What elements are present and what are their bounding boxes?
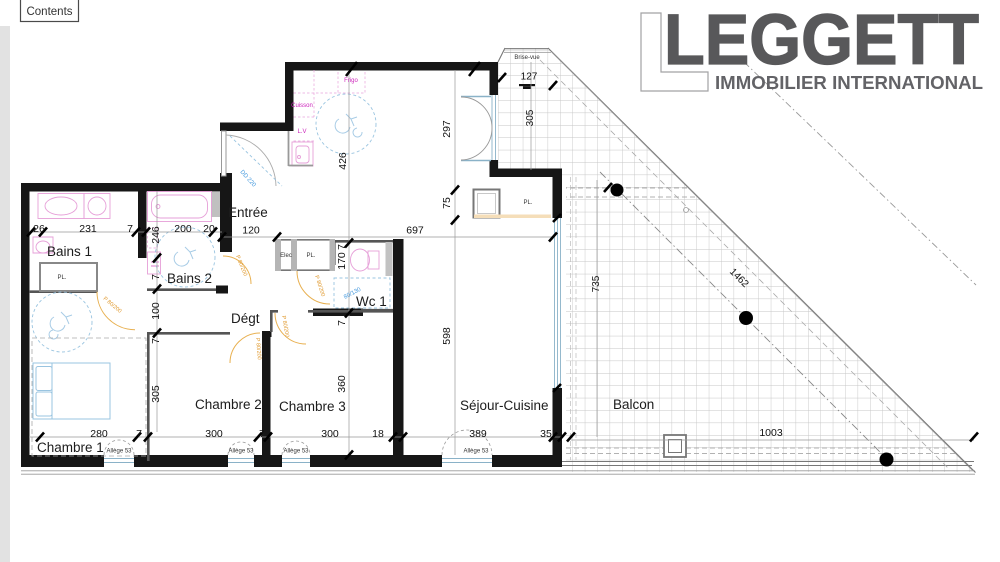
svg-text:7: 7 — [336, 320, 348, 326]
svg-text:120: 120 — [242, 225, 260, 237]
svg-text:697: 697 — [406, 225, 424, 237]
svg-text:127: 127 — [521, 72, 538, 83]
svg-text:Allège 53: Allège 53 — [106, 449, 132, 455]
svg-text:231: 231 — [79, 223, 97, 235]
svg-text:389: 389 — [469, 428, 487, 440]
svg-text:300: 300 — [321, 428, 339, 440]
svg-text:P 80/200: P 80/200 — [280, 315, 290, 338]
svg-text:Frigo: Frigo — [344, 78, 358, 84]
svg-text:Chambre 2: Chambre 2 — [195, 397, 262, 412]
svg-text:7: 7 — [336, 244, 348, 250]
svg-text:170: 170 — [336, 252, 348, 270]
svg-text:7: 7 — [136, 428, 142, 440]
svg-text:426: 426 — [337, 152, 349, 170]
svg-text:IMMOBILIER INTERNATIONAL: IMMOBILIER INTERNATIONAL — [715, 73, 983, 93]
svg-text:280: 280 — [90, 428, 108, 440]
svg-text:297: 297 — [441, 120, 453, 138]
svg-text:Contents: Contents — [26, 6, 72, 18]
svg-text:Bains 1: Bains 1 — [47, 244, 92, 259]
svg-text:360: 360 — [336, 375, 348, 393]
svg-text:Allège 53: Allège 53 — [283, 449, 309, 455]
svg-text:Séjour-Cuisine: Séjour-Cuisine — [460, 398, 549, 413]
svg-text:PL.: PL. — [306, 253, 315, 259]
svg-text:Entrée: Entrée — [228, 205, 268, 220]
svg-text:735: 735 — [591, 275, 602, 292]
svg-text:Elec: Elec — [280, 253, 292, 259]
svg-text:Balcon: Balcon — [613, 397, 654, 412]
svg-text:P 80/200: P 80/200 — [254, 338, 262, 360]
svg-text:35: 35 — [540, 428, 552, 440]
svg-text:L.V: L.V — [297, 129, 306, 135]
svg-text:Allège 53: Allège 53 — [228, 449, 254, 455]
svg-text:20: 20 — [203, 223, 215, 235]
svg-text:Chambre 3: Chambre 3 — [279, 399, 346, 414]
svg-text:Bains 2: Bains 2 — [167, 271, 212, 286]
svg-text:LEGGETT: LEGGETT — [664, 1, 979, 80]
svg-text:PL.: PL. — [57, 275, 66, 281]
svg-text:7: 7 — [150, 274, 162, 280]
svg-text:100: 100 — [150, 302, 162, 320]
svg-text:26: 26 — [33, 223, 45, 235]
svg-text:Wc 1: Wc 1 — [356, 294, 387, 309]
svg-text:305: 305 — [525, 109, 536, 126]
svg-text:Dégt: Dégt — [231, 311, 260, 326]
svg-text:200: 200 — [174, 223, 192, 235]
svg-text:7: 7 — [150, 338, 162, 344]
svg-text:305: 305 — [150, 385, 162, 403]
svg-text:7: 7 — [127, 223, 133, 235]
svg-text:PL.: PL. — [523, 200, 532, 206]
svg-text:18: 18 — [372, 428, 384, 440]
svg-text:300: 300 — [205, 428, 223, 440]
svg-text:Brise-vue: Brise-vue — [514, 55, 540, 61]
svg-text:Allège 53: Allège 53 — [463, 449, 489, 455]
svg-text:1003: 1003 — [759, 427, 783, 439]
svg-text:75: 75 — [441, 197, 453, 209]
svg-text:Cuisson: Cuisson — [291, 103, 313, 109]
svg-text:246: 246 — [150, 226, 162, 244]
svg-text:598: 598 — [441, 327, 453, 345]
svg-text:7: 7 — [259, 428, 265, 440]
svg-text:Chambre 1: Chambre 1 — [37, 440, 104, 455]
